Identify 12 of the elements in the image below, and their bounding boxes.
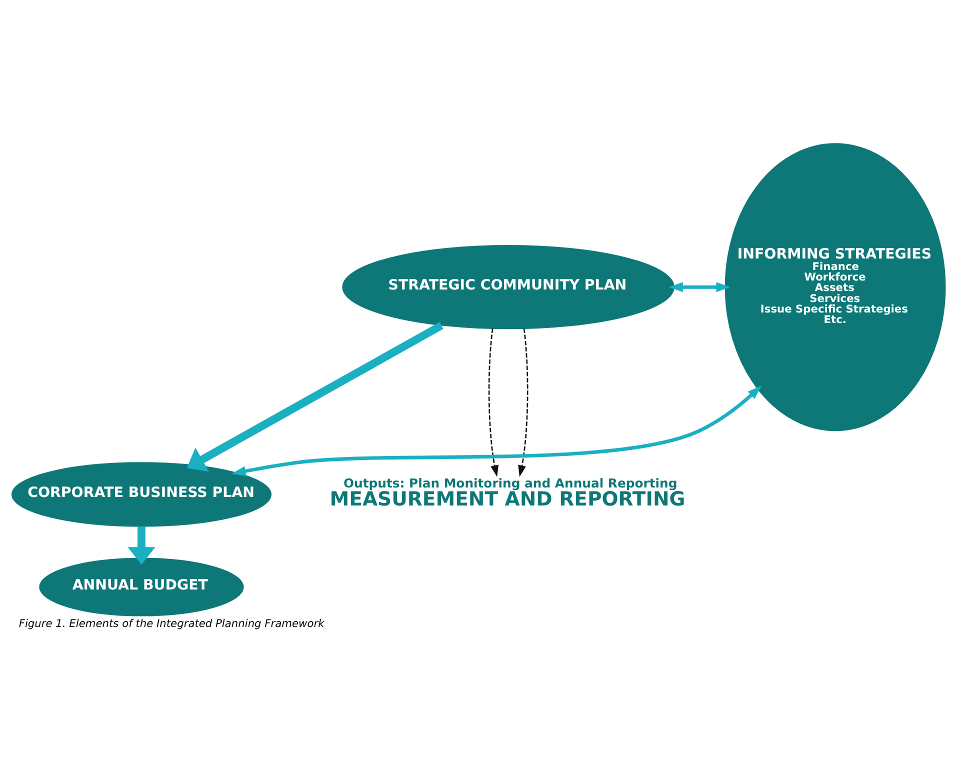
node-ellipse: STRATEGIC COMMUNITY PLAN xyxy=(342,245,674,330)
arrow xyxy=(668,282,730,292)
node-ellipse: CORPORATE BUSINESS PLAN xyxy=(11,462,272,527)
arrow xyxy=(488,328,499,477)
arrow xyxy=(232,386,762,476)
node-ellipse: ANNUAL BUDGET xyxy=(39,558,244,616)
caption: Figure 1. Elements of the Integrated Planning Framework xyxy=(18,617,324,630)
arrow xyxy=(128,526,156,565)
arrow xyxy=(186,322,444,472)
node-text: Outputs: Plan Monitoring and Annual Reporting MEASUREMENT AND REPORTING xyxy=(330,476,686,511)
arrow xyxy=(518,328,528,477)
node-ellipse: INFORMING STRATEGIES Finance Workforce Assets Services Issue Specific Strategies Etc. xyxy=(724,143,946,432)
